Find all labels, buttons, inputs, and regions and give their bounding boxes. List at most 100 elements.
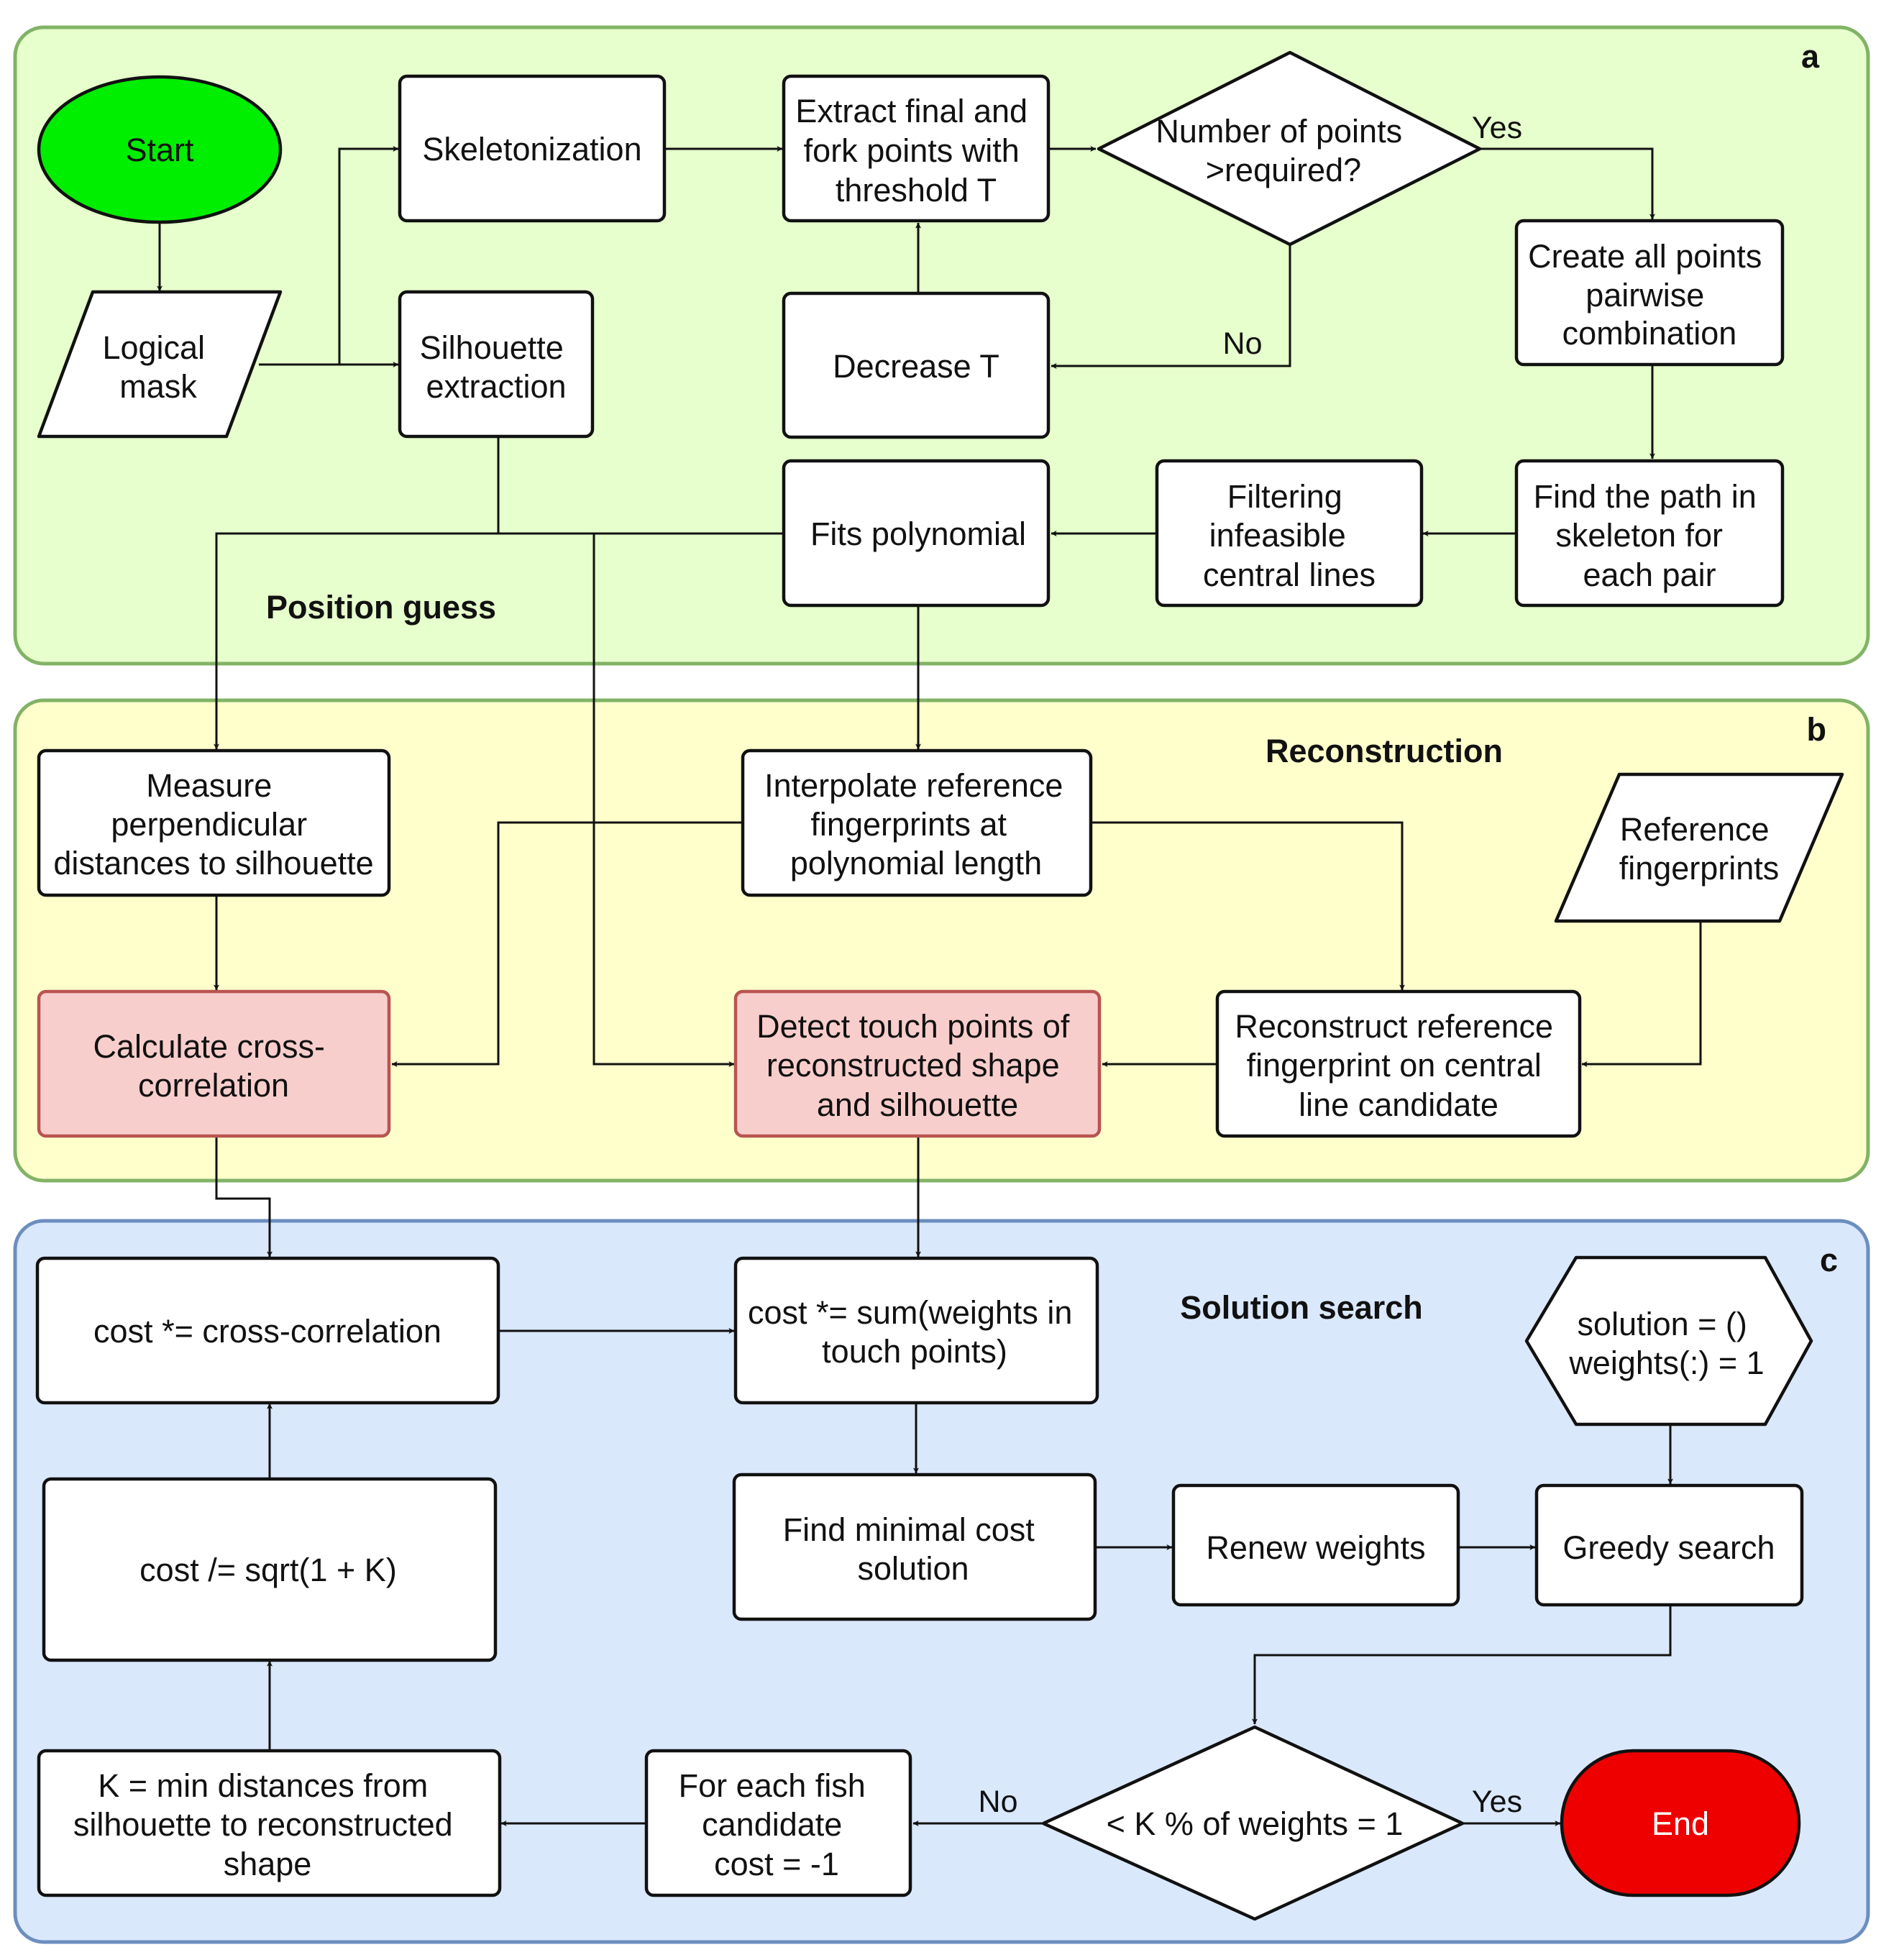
edge-greedy-to-decision — [1252, 1605, 1672, 1725]
skeletonization-node: Skeletonization — [398, 74, 667, 223]
cost-sqrt-label: cost /= sqrt(1 + K) — [139, 1552, 397, 1588]
skeletonization-label: Skeletonization — [422, 131, 641, 168]
measure-distances-line-3: distances to silhouette — [53, 845, 373, 881]
cost-sqrt-node: cost /= sqrt(1 + K) — [42, 1477, 498, 1662]
panel-c-letter: c — [1820, 1242, 1838, 1278]
detect-touch-points-line-1: Detect touch points of — [756, 1008, 1070, 1045]
for-each-fish-line-3: cost = -1 — [714, 1846, 839, 1882]
interpolate-node: Interpolate reference fingerprints at po… — [741, 748, 1093, 897]
logical-mask-line-2: mask — [119, 368, 197, 405]
calc-cross-correlation-line-1: Calculate cross- — [93, 1028, 325, 1065]
fits-polynomial-label: Fits polynomial — [810, 516, 1026, 552]
cost-sum-line-1: cost *= sum(weights in — [748, 1294, 1072, 1331]
find-path-line-1: Find the path in — [1534, 478, 1757, 515]
svg-text:Find the path in skeleto: Find the path in skeleton for each pair — [1534, 478, 1766, 593]
edge-silhouette-to-detect — [592, 533, 735, 1067]
svg-text:Extract final and fork p: Extract final and fork points with thres… — [795, 93, 1036, 209]
cost-sum-line-2: touch points) — [822, 1333, 1007, 1370]
number-of-points-decision: Number of points >required? — [1097, 50, 1482, 247]
svg-text:Find minimal cost soluti: Find minimal cost solution — [783, 1511, 1044, 1587]
for-each-fish-line-2: candidate — [702, 1806, 842, 1843]
svg-text:K = min distances from s: K = min distances from silhouette to rec… — [73, 1767, 462, 1882]
svg-text:Decrease T: Decrease T — [833, 348, 999, 385]
silhouette-extraction-line-2: extraction — [426, 368, 566, 405]
filtering-node: Filtering infeasible central lines — [1155, 459, 1424, 608]
panel-c-title: Solution search — [1180, 1289, 1423, 1326]
svg-text:Measure perpendicular: Measure perpendicular distances to silho… — [53, 767, 373, 881]
svg-text:< K % of weights = 1: < K % of weights = 1 — [1107, 1805, 1404, 1842]
panel-a-letter: a — [1801, 38, 1820, 75]
cost-cross-label: cost *= cross-correlation — [93, 1313, 441, 1350]
init-line-1: solution = () — [1578, 1306, 1747, 1342]
reference-fingerprints-node: Reference fingerprints — [1554, 772, 1844, 923]
k-min-node: K = min distances from silhouette to rec… — [37, 1749, 502, 1897]
reconstruct-reference-line-1: Reconstruct reference — [1235, 1008, 1553, 1045]
create-pairwise-line-3: combination — [1562, 315, 1737, 352]
svg-text:Number of points >requir: Number of points >required? — [1155, 113, 1411, 188]
svg-text:Interpolate reference fi: Interpolate reference fingerprints at po… — [764, 767, 1072, 881]
extract-points-line-1: Extract final and — [795, 93, 1028, 129]
svg-text:solution = () weights(:): solution = () weights(:) = 1 — [1568, 1306, 1764, 1381]
number-of-points-line-1: Number of points — [1155, 113, 1402, 150]
greedy-search-node: Greedy search — [1534, 1483, 1804, 1607]
detect-touch-points-line-3: and silhouette — [817, 1086, 1018, 1123]
end-label: End — [1652, 1805, 1709, 1842]
create-pairwise-line-2: pairwise — [1585, 277, 1704, 313]
calc-cross-correlation-line-2: correlation — [138, 1067, 289, 1104]
edge-logical-mask-to-skeletonization — [338, 146, 399, 365]
find-minimal-line-1: Find minimal cost — [783, 1511, 1035, 1548]
reference-fingerprints-line-1: Reference — [1620, 811, 1770, 848]
svg-text:Reference fingerprints: Reference fingerprints — [1619, 811, 1780, 887]
svg-text:Skeletonization: Skeletonization — [422, 131, 641, 168]
svg-text:End: End — [1652, 1805, 1709, 1842]
calc-cross-correlation-node: Calculate cross- correlation — [37, 989, 391, 1138]
svg-text:Fits polynomial: Fits polynomial — [810, 516, 1026, 552]
svg-text:Greedy search: Greedy search — [1562, 1529, 1775, 1566]
extract-points-node: Extract final and fork points with thres… — [782, 74, 1051, 223]
init-line-2: weights(:) = 1 — [1568, 1345, 1764, 1381]
silhouette-extraction-line-1: Silhouette — [420, 329, 564, 366]
k-min-line-2: silhouette to reconstructed — [73, 1806, 453, 1843]
start-node: Start — [37, 75, 283, 224]
find-minimal-node: Find minimal cost solution — [732, 1473, 1097, 1621]
edge-decision-no — [1051, 244, 1291, 369]
k-percent-label: < K % of weights = 1 — [1107, 1805, 1404, 1842]
svg-text:Detect touch points of r: Detect touch points of reconstructed sha… — [756, 1008, 1079, 1123]
fits-polynomial-node: Fits polynomial — [782, 459, 1051, 608]
measure-distances-line-2: perpendicular — [111, 806, 307, 843]
edge-label-no-a: No — [1223, 326, 1263, 361]
end-node: End — [1560, 1749, 1801, 1897]
create-pairwise-line-1: Create all points — [1528, 238, 1762, 275]
silhouette-extraction-node: Silhouette extraction — [398, 290, 595, 439]
extract-points-line-3: threshold T — [836, 172, 997, 209]
decrease-t-label: Decrease T — [833, 348, 999, 385]
svg-text:Filtering infeasible: Filtering infeasible central lines — [1203, 478, 1376, 593]
reference-fingerprints-line-2: fingerprints — [1619, 850, 1780, 887]
interpolate-line-1: Interpolate reference — [764, 767, 1063, 804]
find-path-node: Find the path in skeleton for each pair — [1514, 459, 1785, 608]
detect-touch-points-line-2: reconstructed shape — [766, 1047, 1060, 1084]
edge-interpolate-to-reconstruct — [1091, 821, 1405, 991]
find-path-line-3: each pair — [1583, 557, 1716, 593]
find-path-line-2: skeleton for — [1555, 517, 1723, 554]
edge-label-yes-a: Yes — [1472, 111, 1522, 145]
edge-label-yes-c: Yes — [1472, 1785, 1522, 1819]
panel-a-title: Position guess — [266, 589, 496, 626]
filtering-line-1: Filtering — [1227, 478, 1342, 515]
decrease-t-node: Decrease T — [782, 291, 1051, 439]
filtering-line-2: infeasible — [1209, 517, 1346, 554]
svg-text:Silhouette extraction: Silhouette extraction — [420, 329, 573, 405]
start-label: Start — [125, 132, 194, 168]
reconstruct-reference-line-3: line candidate — [1299, 1086, 1498, 1123]
logical-mask-node: Logical mask — [37, 290, 283, 439]
reconstruct-reference-node: Reconstruct reference fingerprint on cen… — [1215, 989, 1582, 1138]
measure-distances-line-1: Measure — [146, 767, 272, 804]
edge-label-no-c: No — [979, 1785, 1018, 1819]
number-of-points-line-2: >required? — [1206, 152, 1361, 188]
cost-cross-node: cost *= cross-correlation — [35, 1256, 500, 1405]
renew-weights-label: Renew weights — [1206, 1529, 1425, 1566]
for-each-fish-node: For each fish candidate cost = -1 — [644, 1749, 912, 1897]
svg-text:cost *= sum(weights in t: cost *= sum(weights in touch points) — [748, 1294, 1081, 1370]
